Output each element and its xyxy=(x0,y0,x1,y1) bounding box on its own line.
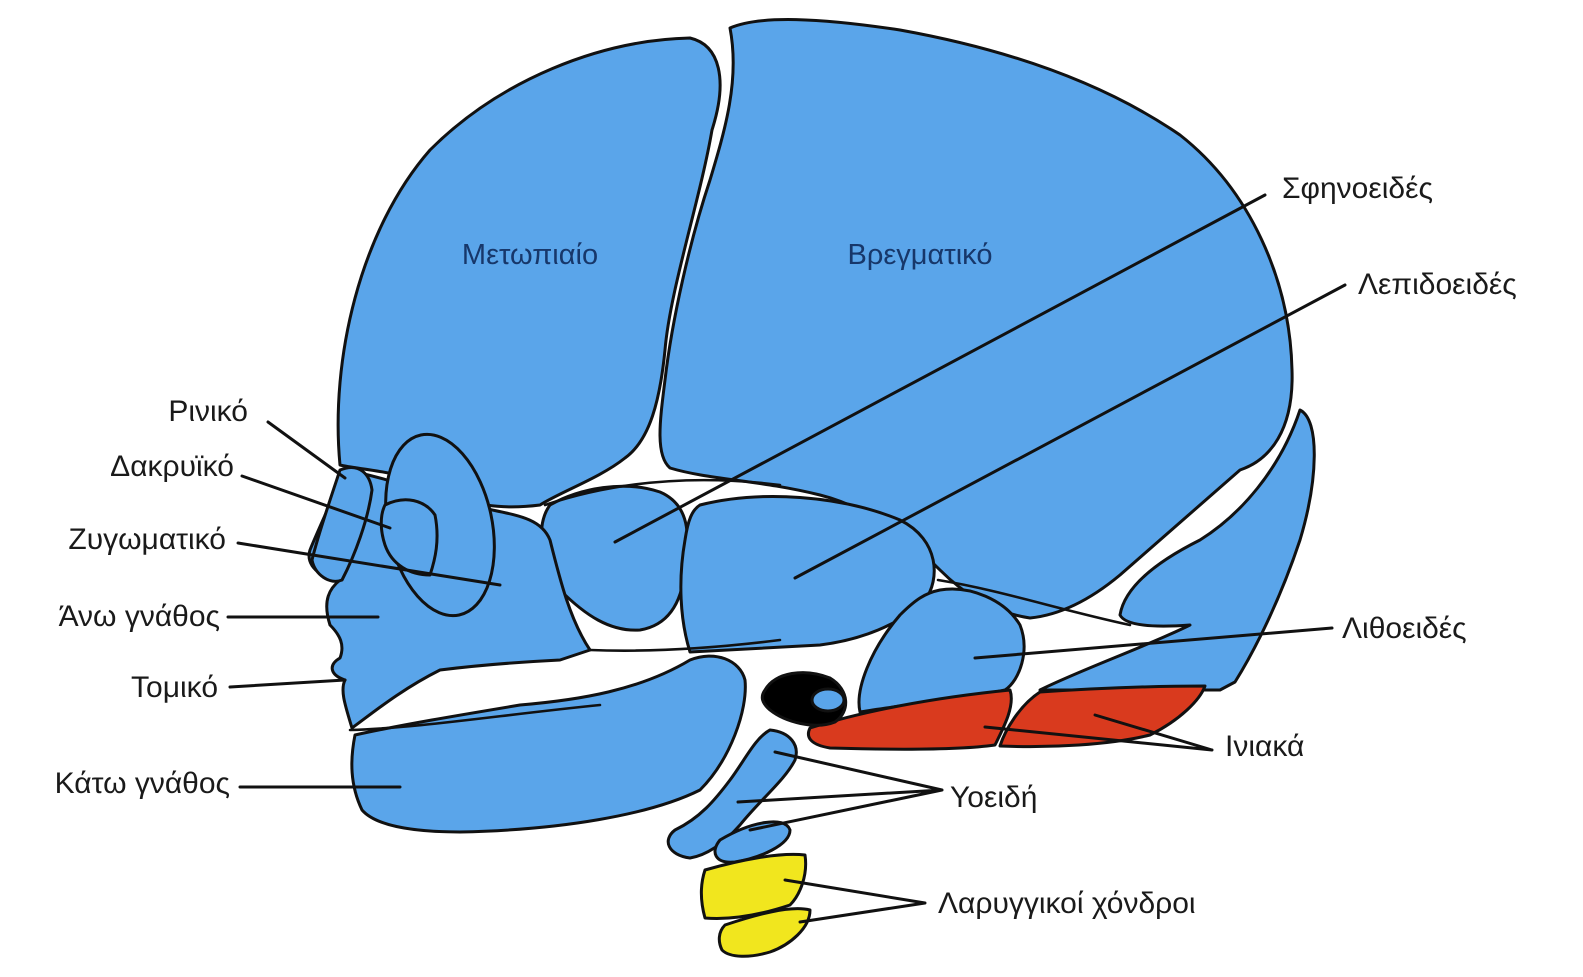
label-maxilla: Άνω γνάθος xyxy=(59,600,220,633)
label-incisive: Τομικό xyxy=(131,671,218,704)
label-squamous: Λεπιδοειδές xyxy=(1358,268,1517,301)
leader-incisive xyxy=(230,680,345,687)
foramen-ring xyxy=(812,689,844,711)
label-zygomatic: Ζυγωματικό xyxy=(68,523,226,556)
label-nasal: Ρινικό xyxy=(168,395,248,428)
label-sphenoid: Σφηνοειδές xyxy=(1282,172,1433,205)
label-petrous: Λιθοειδές xyxy=(1342,612,1467,645)
region-frontal: Μετωπιαίο xyxy=(462,239,598,271)
label-lacrimal: Δακρυϊκό xyxy=(110,450,234,483)
label-occipital: Ινιακά xyxy=(1225,730,1304,763)
leader-nasal xyxy=(268,422,345,478)
label-mandible: Κάτω γνάθος xyxy=(55,767,230,800)
region-parietal: Βρεγματικό xyxy=(848,239,993,271)
label-hyoid: Υοειδή xyxy=(950,781,1037,814)
label-laryngeal: Λαρυγγικοί χόνδροι xyxy=(938,887,1196,920)
